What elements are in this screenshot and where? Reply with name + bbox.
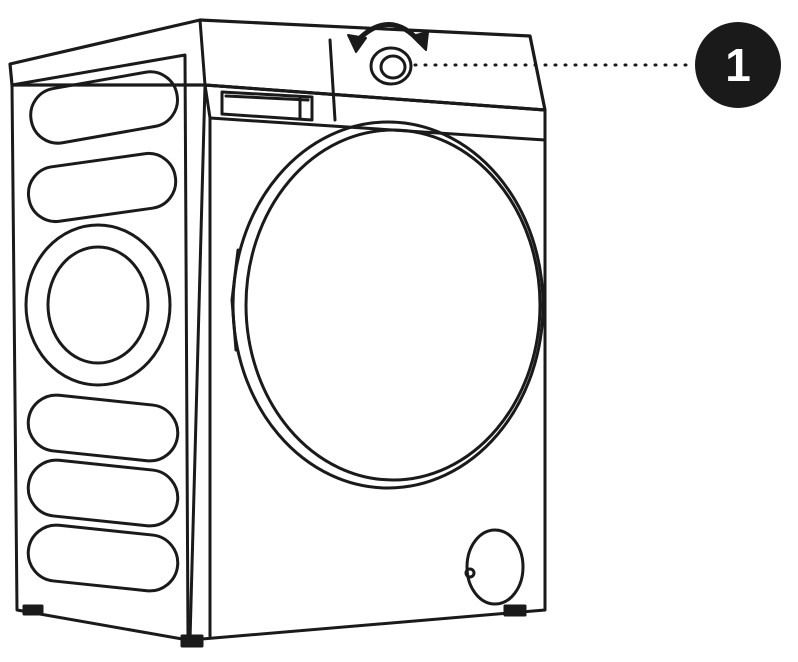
detergent-drawer [220, 90, 314, 122]
filter-cover [465, 528, 525, 606]
side-rib [26, 151, 178, 224]
drawer-inner-line [224, 94, 310, 102]
door-outer-ring [231, 120, 545, 490]
side-rib [26, 523, 180, 593]
side-round-emboss [24, 223, 172, 387]
control-panel-divider [328, 38, 337, 122]
machine-foot [503, 604, 527, 617]
door-hinge-edge [230, 248, 240, 352]
rotate-arrow-icon [347, 22, 429, 53]
side-rib [26, 458, 180, 528]
machine-front-panel [188, 83, 547, 642]
side-round-emboss-inner [46, 245, 150, 365]
machine-foot [180, 634, 204, 648]
door-glass [244, 128, 542, 482]
machine-foot [22, 604, 44, 616]
program-knob [369, 46, 413, 86]
callout-badge: 1 [695, 22, 781, 108]
filter-cover-latch [464, 567, 476, 579]
side-rib [26, 393, 180, 463]
top-panel-edge [198, 18, 207, 87]
side-rib [29, 70, 179, 145]
program-knob-inner [379, 54, 407, 80]
callout-number: 1 [725, 39, 751, 91]
